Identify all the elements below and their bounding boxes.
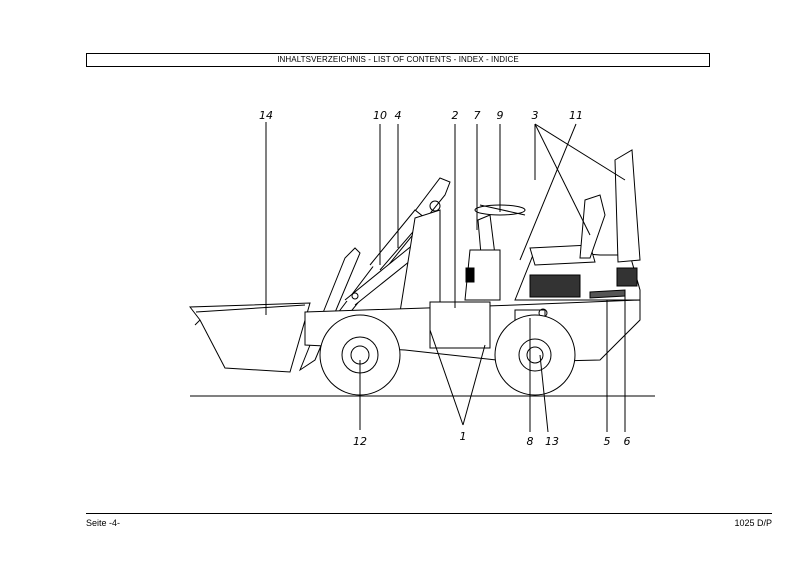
footer-rule [86,513,772,514]
callout-7: 7 [474,109,481,122]
callout-3: 3 [532,109,539,122]
callout-2: 2 [452,109,459,122]
callout-10: 10 [373,109,387,122]
callout-11: 11 [569,109,583,122]
callout-8: 8 [527,435,534,448]
footer-model: 1025 D/P [734,518,772,528]
callout-1: 1 [460,430,467,443]
callout-6: 6 [624,435,631,448]
rear-wheel [494,314,576,396]
callout-13: 13 [545,435,559,448]
footer-page-number: Seite -4- [86,518,121,528]
callout-5: 5 [604,435,611,448]
callout-4: 4 [395,109,402,122]
callout-9: 9 [497,109,504,122]
seat [579,194,606,259]
rops-post [614,149,641,263]
page-header-title: INHALTSVERZEICHNIS - LIST OF CONTENTS - … [86,53,710,67]
callout-14: 14 [259,109,273,122]
callout-12: 12 [353,435,367,448]
bucket [189,302,311,373]
